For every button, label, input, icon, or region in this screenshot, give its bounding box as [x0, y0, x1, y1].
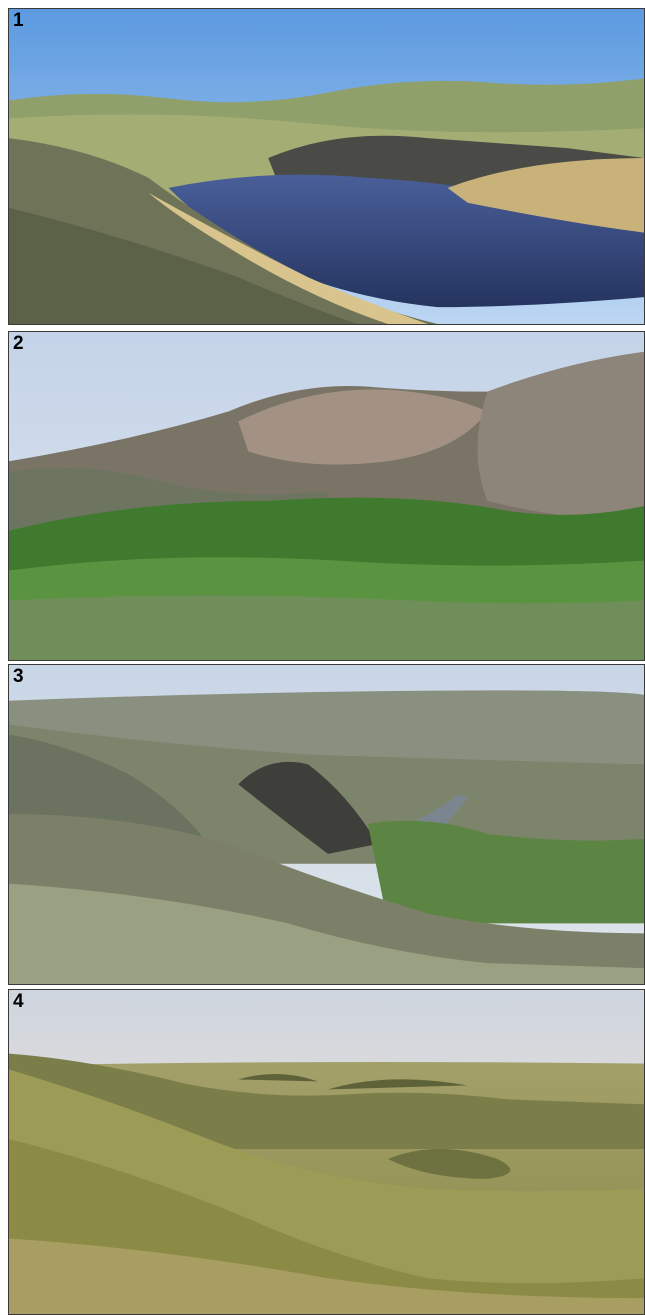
grassland-scene-image [9, 990, 644, 1314]
panel-label-2: 2 [13, 333, 24, 354]
panel-label-1: 1 [13, 10, 24, 31]
panel-label-4: 4 [13, 991, 24, 1012]
photo-panel-1: 1 [8, 8, 645, 325]
photo-panel-3: 3 [8, 664, 645, 985]
lake-scene-image [9, 9, 644, 324]
photo-panel-2: 2 [8, 331, 645, 661]
panel-label-3: 3 [13, 666, 24, 687]
valley-stream-scene-image [9, 665, 644, 984]
ridge-forest-scene-image [9, 332, 644, 660]
photo-panel-4: 4 [8, 989, 645, 1315]
